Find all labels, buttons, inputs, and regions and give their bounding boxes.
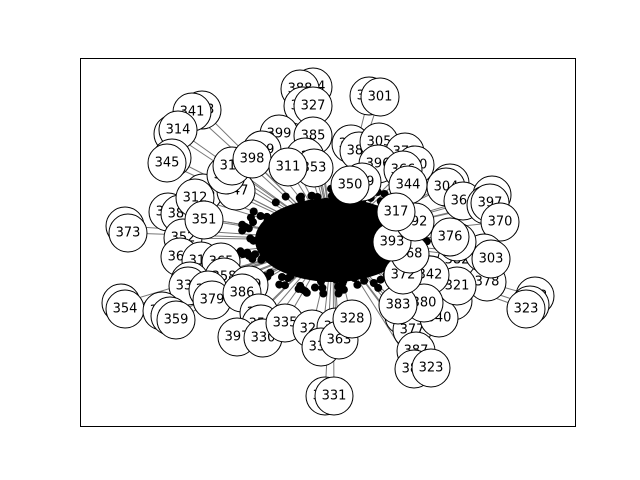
graph-node: 351: [184, 200, 224, 240]
graph-node: 383: [378, 285, 418, 325]
cluster-mark: [266, 268, 275, 277]
node-label: 354: [113, 302, 138, 317]
node-label: 383: [386, 298, 411, 313]
node-circle: [330, 165, 370, 205]
node-label: 331: [322, 389, 347, 404]
cluster-mark: [319, 289, 328, 298]
graph-node: 317: [376, 192, 416, 232]
node-label: 303: [479, 252, 504, 267]
cluster-mark: [334, 282, 343, 291]
node-label: 359: [164, 313, 189, 328]
cluster-mark: [249, 218, 257, 227]
cluster-core: [255, 198, 411, 282]
cluster-mark: [271, 198, 280, 207]
cluster-mark: [307, 191, 316, 200]
cluster-mark: [238, 220, 247, 229]
node-circle: [332, 299, 372, 339]
graph-node: 328: [332, 299, 372, 339]
node-label: 342: [418, 268, 443, 283]
cluster-mark: [246, 234, 255, 243]
cluster-mark: [334, 289, 343, 298]
cluster-mark: [278, 273, 286, 281]
graph-node: 350: [330, 165, 370, 205]
node-label: 321: [445, 279, 470, 294]
node-layer: 3843883253273433413163143463453003013993…: [101, 67, 555, 416]
node-label: 353: [302, 161, 327, 176]
graph-node: 327: [293, 86, 333, 126]
graph-node: 345: [147, 143, 187, 183]
node-circle: [360, 77, 400, 117]
graph-node: 359: [156, 300, 196, 340]
node-circle: [376, 192, 416, 232]
cluster-mark: [311, 283, 319, 292]
node-label: 323: [419, 361, 444, 376]
node-circle: [411, 348, 451, 388]
node-circle: [506, 289, 546, 329]
graph-node: 354: [105, 289, 145, 329]
node-label: 376: [438, 230, 463, 245]
graph-node: 398: [232, 139, 272, 179]
node-circle: [156, 300, 196, 340]
node-label: 323: [514, 302, 539, 317]
node-label: 314: [166, 123, 191, 138]
cluster-mark: [281, 192, 290, 201]
node-circle: [471, 239, 511, 279]
cluster-mark: [249, 207, 258, 216]
node-circle: [147, 143, 187, 183]
cluster-mark: [284, 274, 293, 283]
graph-node: 323: [411, 348, 451, 388]
cluster-mark: [236, 247, 245, 256]
node-circle: [108, 213, 148, 253]
cluster-mark: [251, 250, 260, 259]
node-label: 386: [230, 286, 255, 301]
node-circle: [268, 147, 308, 187]
graph-node: 379: [192, 280, 232, 320]
cluster-mark: [376, 275, 385, 284]
node-label: 397: [225, 330, 250, 345]
node-circle: [430, 217, 470, 257]
cluster-mark: [243, 248, 252, 257]
graph-node: 370: [480, 202, 520, 242]
node-label: 311: [276, 160, 301, 175]
graph-node: 301: [360, 77, 400, 117]
node-circle: [184, 200, 224, 240]
cluster-mark: [302, 288, 311, 297]
cluster-mark: [353, 280, 362, 289]
cluster-mark: [256, 212, 265, 220]
cluster-mark: [295, 194, 304, 202]
node-label: 380: [412, 296, 437, 311]
graph-node: 311: [268, 147, 308, 187]
node-circle: [314, 376, 354, 416]
node-label: 317: [384, 205, 409, 220]
graph-node: 323: [506, 289, 546, 329]
cluster-mark: [275, 280, 284, 289]
node-label: 393: [380, 235, 405, 250]
graph-node: 331: [314, 376, 354, 416]
graph-node: 303: [471, 239, 511, 279]
node-label: 398: [240, 152, 265, 167]
node-label: 327: [301, 99, 326, 114]
node-label: 301: [368, 90, 393, 105]
cluster-mark: [238, 226, 247, 235]
node-label: 345: [155, 156, 180, 171]
node-label: 335: [273, 316, 298, 331]
node-label: 373: [116, 226, 141, 241]
node-label: 370: [488, 215, 513, 230]
cluster-mark: [294, 284, 303, 293]
node-label: 351: [192, 213, 217, 228]
node-label: 379: [200, 293, 225, 308]
graph-node: 376: [430, 217, 470, 257]
node-label: 328: [340, 312, 365, 327]
cluster-mark: [369, 279, 378, 287]
graph-node: 373: [108, 213, 148, 253]
node-label: 350: [338, 178, 363, 193]
node-label: 344: [396, 178, 421, 193]
node-circle: [480, 202, 520, 242]
